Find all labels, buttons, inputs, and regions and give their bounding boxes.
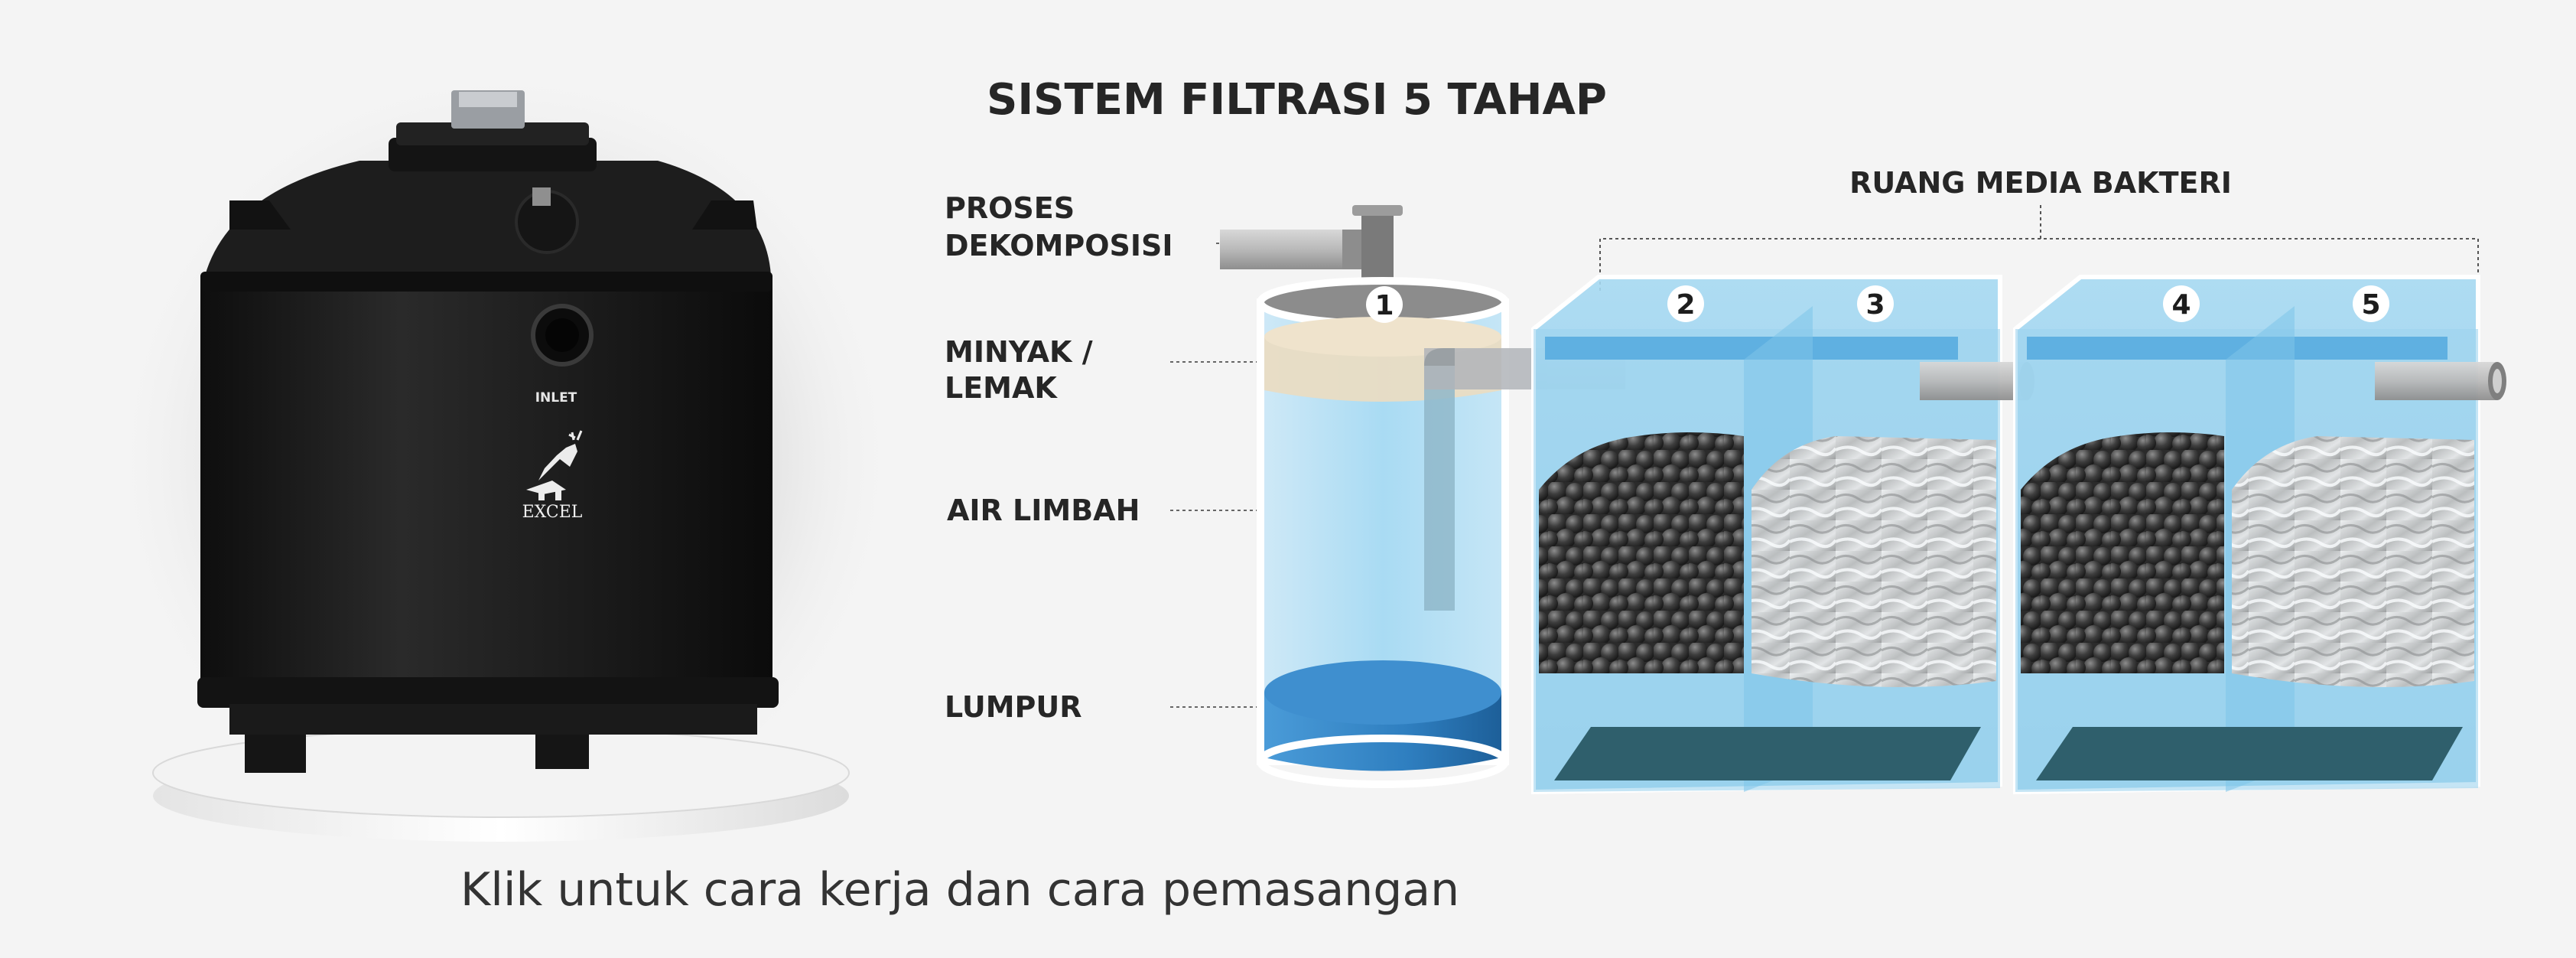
svg-text:3: 3	[1865, 289, 1885, 321]
fiber-media-5	[2232, 436, 2474, 687]
stage-badge-2: 2	[1667, 285, 1704, 322]
deer-logo-icon	[526, 430, 583, 500]
bacteria-media-label: RUANG MEDIA BAKTERI	[1849, 166, 2232, 200]
chamber-floor-a	[1554, 727, 1981, 780]
how-it-works-link[interactable]: Klik untuk cara kerja dan cara pemasanga…	[460, 863, 1460, 917]
filter-box-b	[2013, 275, 2506, 795]
stage-badge-1: 1	[1366, 286, 1403, 323]
bacteria-media-bracket	[1599, 238, 2479, 302]
tank-body	[200, 275, 772, 689]
svg-text:1: 1	[1374, 290, 1394, 321]
fiber-media-3	[1751, 436, 1996, 687]
svg-text:4: 4	[2171, 289, 2191, 321]
label-air-limbah: AIR LIMBAH	[947, 494, 1140, 527]
label-proses-line2: DEKOMPOSISI	[945, 229, 1173, 262]
label-minyak-line1: MINYAK /	[945, 335, 1093, 369]
stage-badge-3: 3	[1857, 285, 1894, 322]
label-proses-line1: PROSES	[945, 191, 1075, 225]
stage-badge-4: 4	[2163, 285, 2200, 322]
brand-wordmark: EXCEL	[522, 503, 583, 522]
bio-ball-media-4	[2021, 432, 2224, 673]
inlet-label: INLET	[535, 390, 577, 406]
bio-ball-media-2	[1539, 432, 1744, 673]
filter-box-a	[1531, 275, 2034, 795]
chamber-floor-b	[2036, 727, 2463, 780]
svg-text:5: 5	[2361, 289, 2380, 321]
label-lumpur: LUMPUR	[945, 690, 1082, 724]
stage-badge-5: 5	[2353, 285, 2389, 322]
septic-tank-product: INLET EXCEL	[107, 61, 903, 857]
stage-labels: PROSES DEKOMPOSISI MINYAK / LEMAK AIR LI…	[945, 191, 1361, 724]
label-minyak-line2: LEMAK	[945, 371, 1058, 405]
diagram-title: SISTEM FILTRASI 5 TAHAP	[987, 75, 1607, 125]
svg-text:2: 2	[1676, 289, 1695, 321]
